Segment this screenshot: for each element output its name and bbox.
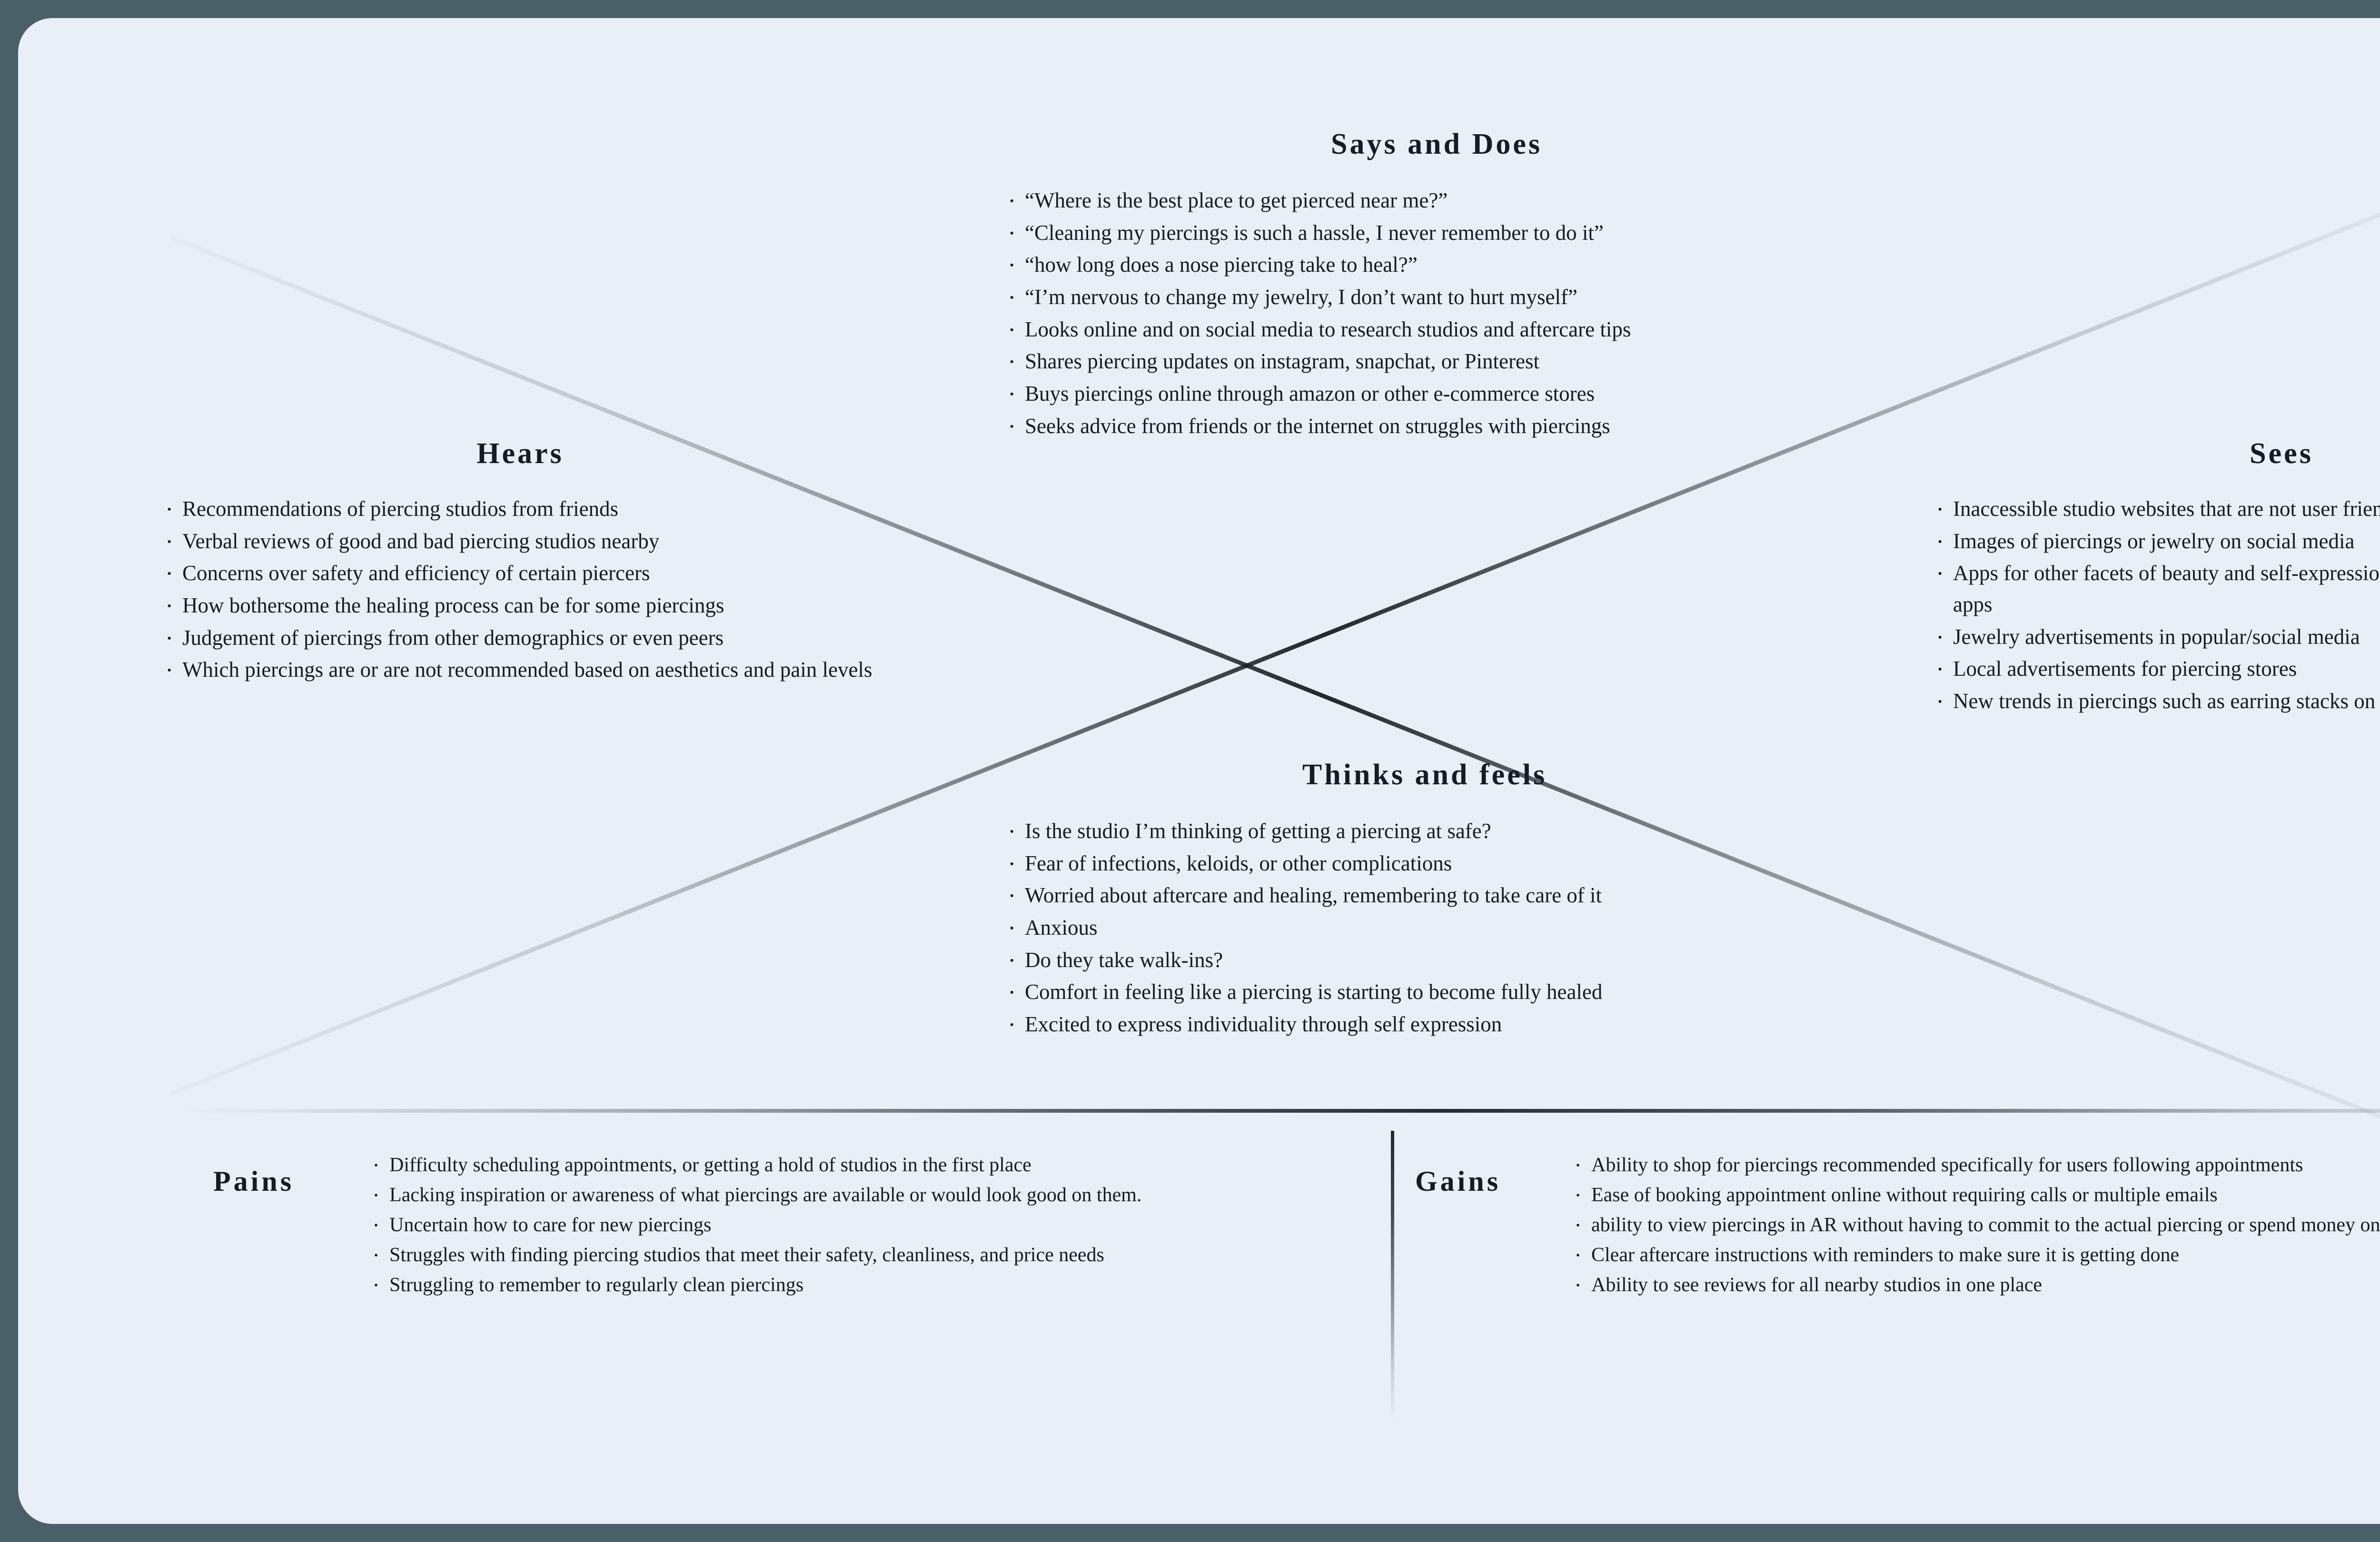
list-item: Seeks advice from friends or the interne… [1006,409,1867,445]
section-gains: Gains Ability to shop for piercings reco… [1415,1149,2380,1302]
list-item: Is the studio I’m thinking of getting a … [1006,814,1844,850]
list-item: Clear aftercare instructions with remind… [1572,1239,2380,1272]
list-item: Ability to shop for piercings recommende… [1572,1149,2380,1182]
quadrant-says-and-does: Says and Does “Where is the best place t… [1006,128,1867,445]
list-item: Images of piercings or jewelry on social… [1934,524,2380,560]
list-item: Buys piercings online through amazon or … [1006,376,1867,413]
list-item: Verbal reviews of good and bad piercing … [163,524,877,560]
gains-title: Gains [1415,1166,1501,1197]
list-item: Concerns over safety and efficiency of c… [163,556,877,592]
list-item: Excited to express individuality through… [1006,1007,1844,1043]
list-item: How bothersome the healing process can b… [163,588,877,624]
list-item: Worried about aftercare and healing, rem… [1006,878,1844,914]
hears-title: Hears [476,437,564,470]
list-item: “Cleaning my piercings is such a hassle,… [1006,216,1867,252]
hears-list: Recommendations of piercing studios from… [163,492,877,689]
horizontal-divider [185,1109,2380,1113]
list-item: Ease of booking appointment online witho… [1572,1179,2380,1212]
vertical-divider-pains-gains [1391,1131,1394,1421]
list-item: Struggles with finding piercing studios … [370,1239,1337,1272]
list-item: “Where is the best place to get pierced … [1006,183,1867,219]
list-item: Do they take walk-ins? [1006,943,1844,979]
list-item: Judgement of piercings from other demogr… [163,621,877,657]
list-item: Recommendations of piercing studios from… [163,492,877,528]
list-item: Struggling to remember to regularly clea… [370,1269,1337,1302]
says-and-does-title: Says and Does [1331,128,1542,160]
list-item: Difficulty scheduling appointments, or g… [370,1149,1337,1182]
list-item: Ability to see reviews for all nearby st… [1572,1269,2380,1302]
sees-title: Sees [2250,437,2313,470]
list-item: Local advertisements for piercing stores [1934,652,2380,688]
list-item: Looks online and on social media to rese… [1006,312,1867,348]
pains-list: Difficulty scheduling appointments, or g… [370,1149,1337,1302]
thinks-and-feels-title: Thinks and feels [1302,759,1547,791]
list-item: Uncertain how to care for new piercings [370,1209,1337,1242]
list-item: ability to view piercings in AR without … [1572,1209,2380,1242]
list-item: Jewelry advertisements in popular/social… [1934,620,2380,656]
list-item: Lacking inspiration or awareness of what… [370,1179,1337,1212]
list-item: Anxious [1006,910,1844,947]
list-item: “how long does a nose piercing take to h… [1006,247,1867,284]
says-and-does-list: “Where is the best place to get pierced … [1006,183,1867,445]
list-item: Apps for other facets of beauty and self… [1934,556,2380,620]
empathy-map-card: Says and Does “Where is the best place t… [18,18,2380,1524]
sees-list: Inaccessible studio websites that are no… [1934,492,2380,720]
section-pains: Pains Difficulty scheduling appointments… [213,1149,1351,1302]
quadrant-thinks-and-feels: Thinks and feels Is the studio I’m think… [1006,758,1844,1043]
list-item: “I’m nervous to change my jewelry, I don… [1006,280,1867,316]
quadrant-sees: Sees Inaccessible studio websites that a… [1934,437,2380,720]
quadrant-hears: Hears Recommendations of piercing studio… [163,437,877,689]
list-item: Fear of infections, keloids, or other co… [1006,846,1844,882]
list-item: Comfort in feeling like a piercing is st… [1006,975,1844,1011]
pains-title: Pains [213,1166,295,1197]
list-item: Which piercings are or are not recommend… [163,652,877,689]
list-item: Shares piercing updates on instagram, sn… [1006,344,1867,380]
gains-list: Ability to shop for piercings recommende… [1572,1149,2380,1302]
list-item: New trends in piercings such as earring … [1934,684,2380,720]
thinks-and-feels-list: Is the studio I’m thinking of getting a … [1006,814,1844,1043]
list-item: Inaccessible studio websites that are no… [1934,492,2380,528]
